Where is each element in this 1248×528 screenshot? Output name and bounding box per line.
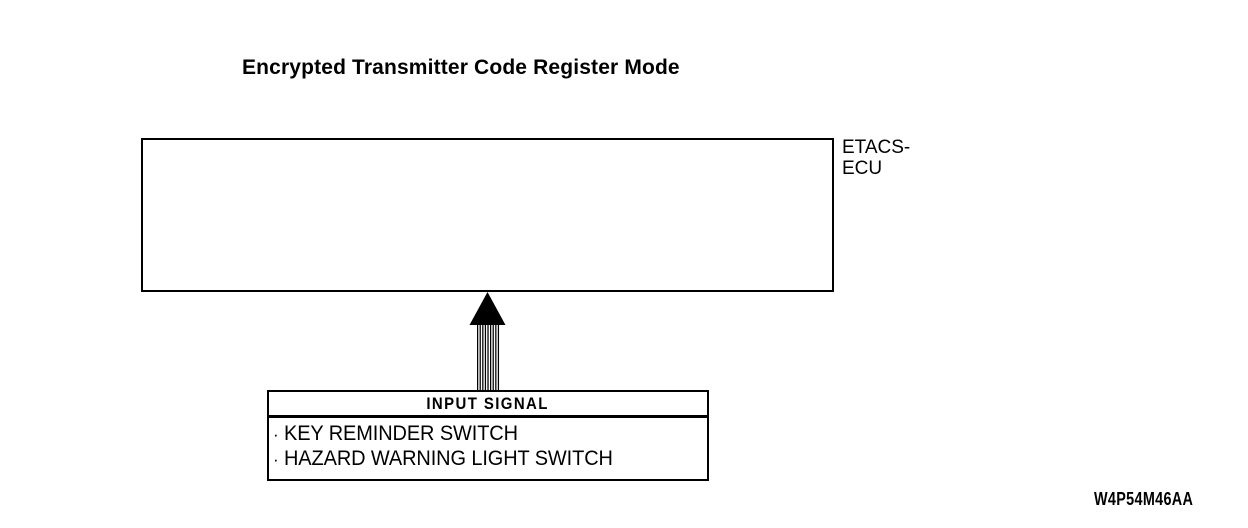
input-signal-table: INPUT SIGNAL · KEY REMINDER SWITCH · HAZ… — [267, 390, 709, 481]
input-signal-list: · KEY REMINDER SWITCH · HAZARD WARNING L… — [269, 418, 707, 471]
input-signal-header: INPUT SIGNAL — [269, 392, 707, 418]
bullet-icon: · — [273, 450, 279, 469]
arrow-shaft — [477, 324, 500, 394]
list-item: · HAZARD WARNING LIGHT SWITCH — [273, 446, 707, 471]
ecu-block-label: ETACS- ECU — [842, 137, 911, 179]
input-signal-arrow-icon — [469, 292, 506, 394]
figure-code-watermark: W4P54M46AA — [1094, 489, 1194, 509]
page-title: Encrypted Transmitter Code Register Mode — [242, 56, 680, 79]
list-item: · KEY REMINDER SWITCH — [273, 421, 707, 446]
input-signal-header-label: INPUT SIGNAL — [426, 393, 550, 413]
bullet-icon: · — [273, 425, 279, 444]
list-item-label: KEY REMINDER SWITCH — [284, 422, 518, 445]
arrow-head — [469, 292, 506, 325]
list-item-label: HAZARD WARNING LIGHT SWITCH — [284, 447, 613, 470]
ecu-block — [141, 138, 834, 292]
